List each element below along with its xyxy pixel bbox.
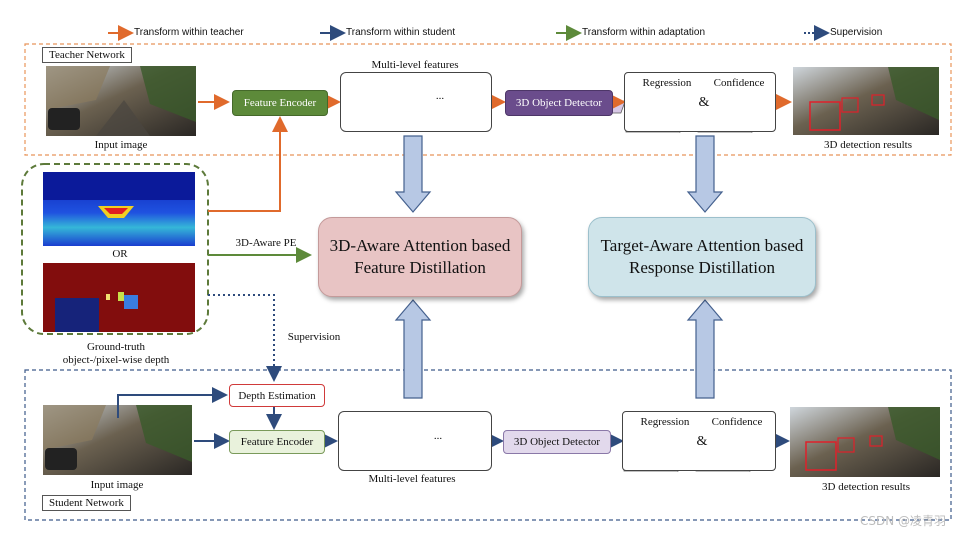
ground-truth-frame — [21, 163, 209, 335]
student-depth-estimation: Depth Estimation — [229, 384, 325, 407]
or-label: OR — [112, 248, 128, 260]
feature-distillation-box: 3D-Aware Attention based Feature Distill… — [318, 217, 522, 297]
arrow-gt-to-teacher-encoder — [208, 116, 288, 212]
response-distillation-line2: Response Distillation — [629, 258, 775, 277]
teacher-frame — [24, 43, 952, 156]
student-features-title: Multi-level features — [368, 473, 456, 485]
arrow-supervision — [208, 294, 282, 382]
legend-supervision-label: Supervision — [830, 27, 883, 38]
feature-distillation-line1: 3D-Aware Attention based — [329, 236, 511, 255]
legend-student-label: Transform within student — [346, 27, 456, 38]
teacher-features-title: Multi-level features — [371, 59, 459, 71]
ground-truth-caption-line2: object-/pixel-wise depth — [62, 354, 170, 366]
student-network-label: Student Network — [42, 495, 131, 511]
student-results-image — [790, 407, 940, 477]
legend-teacher-label: Transform within teacher — [134, 27, 244, 38]
teacher-heads-container — [624, 72, 776, 132]
big-arrow-teacher-features-down — [394, 135, 432, 213]
feature-distillation-line2: Feature Distillation — [354, 258, 486, 277]
pe-label: 3D-Aware PE — [235, 237, 297, 249]
student-confidence-label: Confidence — [711, 416, 763, 428]
teacher-regression-label: Regression — [642, 77, 692, 89]
student-input-image — [43, 405, 192, 475]
teacher-results-caption: 3D detection results — [824, 139, 912, 151]
teacher-results-image — [793, 67, 939, 135]
student-features-container — [338, 411, 492, 471]
student-results-caption: 3D detection results — [822, 481, 910, 493]
student-ampersand: & — [696, 434, 708, 449]
teacher-input-image — [46, 66, 196, 136]
big-arrow-student-features-up — [394, 299, 432, 399]
teacher-features-container — [340, 72, 492, 132]
student-feature-encoder: Feature Encoder — [229, 430, 325, 454]
student-3d-object-detector: 3D Object Detector — [503, 430, 611, 454]
response-distillation-line1: Target-Aware Attention based — [600, 236, 804, 255]
student-regression-label: Regression — [640, 416, 690, 428]
student-features-ellipsis: ... — [433, 430, 443, 442]
depth-map-image — [43, 172, 195, 246]
teacher-3d-object-detector: 3D Object Detector — [505, 90, 613, 116]
legend-adaptation-label: Transform within adaptation — [582, 27, 706, 38]
teacher-confidence-label: Confidence — [713, 77, 765, 89]
arrow-student-input-to-depth — [117, 387, 228, 418]
teacher-input-caption: Input image — [94, 139, 148, 151]
big-arrow-teacher-heads-down — [686, 135, 724, 213]
student-input-caption: Input image — [90, 479, 144, 491]
teacher-ampersand: & — [698, 95, 710, 110]
teacher-feature-encoder: Feature Encoder — [232, 90, 328, 116]
ground-truth-caption-line1: Ground-truth — [86, 341, 146, 353]
student-heads-container — [622, 411, 776, 471]
teacher-network-label: Teacher Network — [42, 47, 132, 63]
teacher-features-ellipsis: ... — [435, 90, 445, 102]
supervision-label: Supervision — [287, 331, 341, 343]
watermark: CSDN @凌青羽 — [860, 514, 947, 528]
big-arrow-student-heads-up — [686, 299, 724, 399]
box-depth-image — [43, 263, 195, 332]
response-distillation-box: Target-Aware Attention based Response Di… — [588, 217, 816, 297]
student-frame — [24, 369, 952, 521]
